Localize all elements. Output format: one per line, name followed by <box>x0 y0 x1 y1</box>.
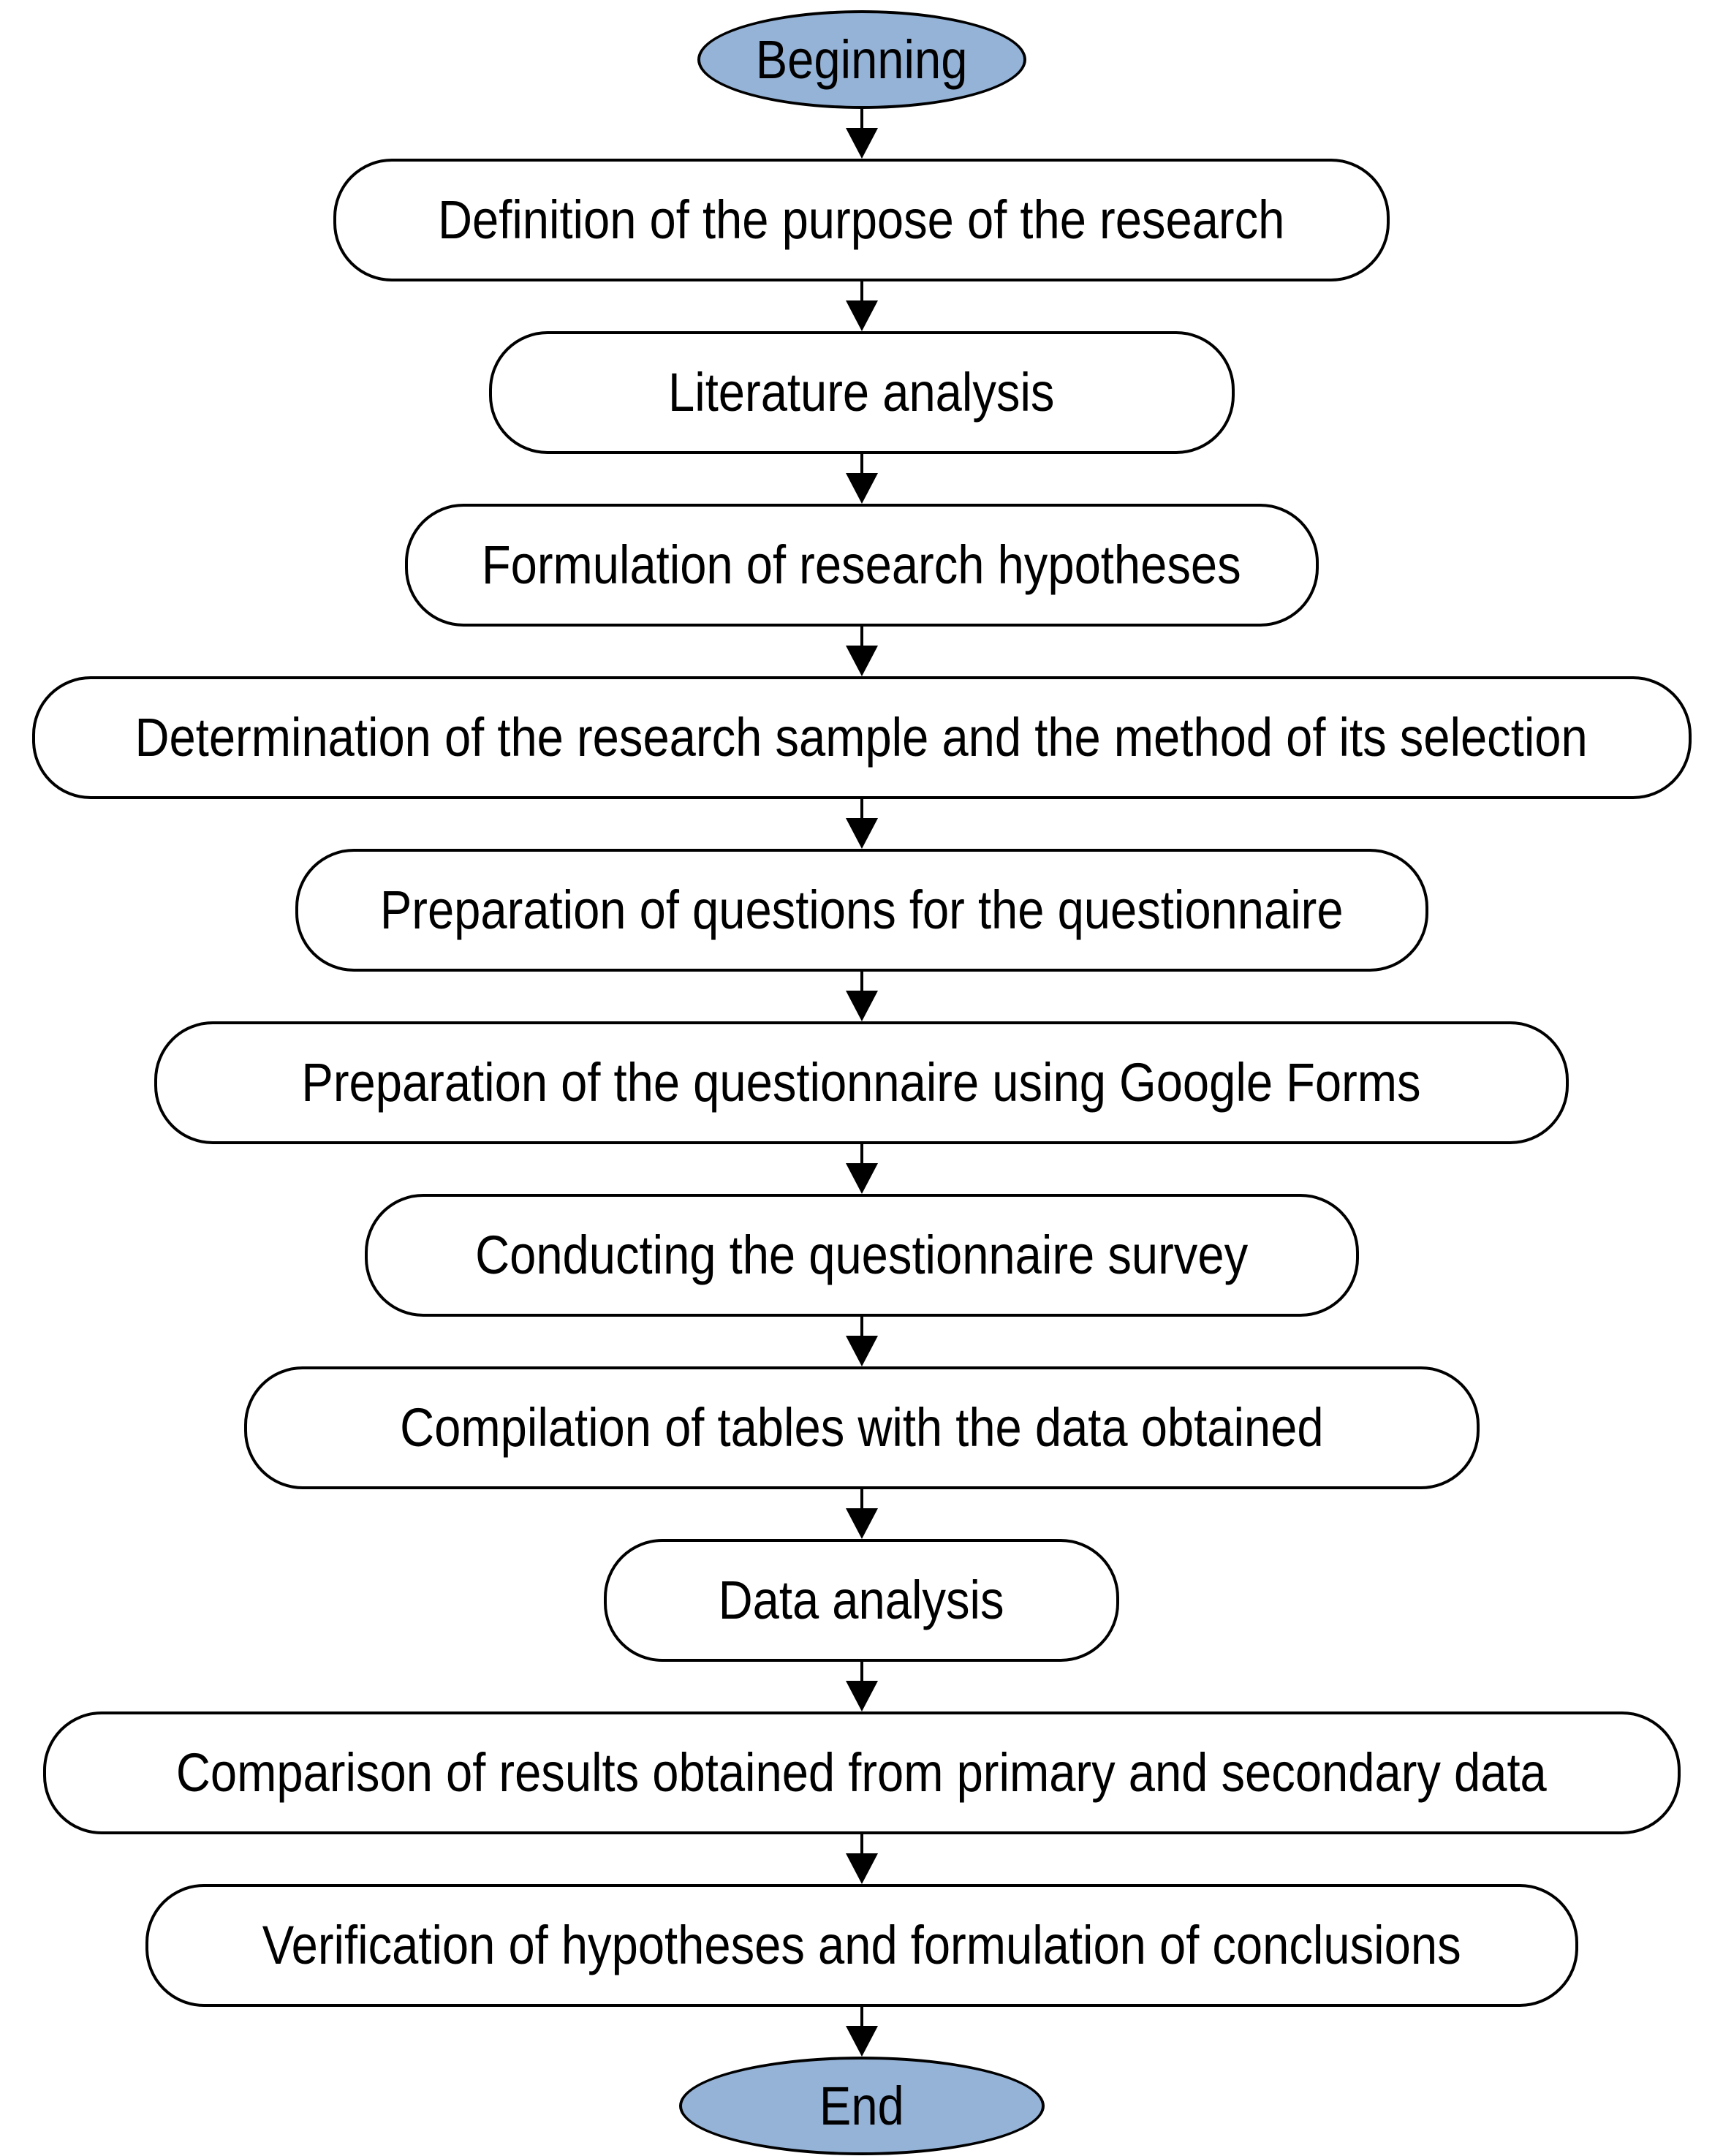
arrow-line <box>860 1489 863 1508</box>
arrow-line <box>860 799 863 818</box>
process-data-analysis: Data analysis <box>604 1539 1119 1662</box>
process-compilation-tables-label: Compilation of tables with the data obta… <box>399 1397 1324 1458</box>
process-conducting-survey: Conducting the questionnaire survey <box>364 1194 1359 1317</box>
arrow-head <box>845 991 878 1021</box>
process-comparison-results-label: Comparison of results obtained from prim… <box>176 1742 1547 1803</box>
process-determination-sample: Determination of the research sample and… <box>31 676 1692 799</box>
arrow-line <box>860 2007 863 2026</box>
arrow-head <box>845 646 878 676</box>
arrow-down-icon <box>845 1144 878 1194</box>
terminator-end: End <box>678 2057 1045 2155</box>
arrow-line <box>860 109 863 128</box>
arrow-line <box>860 1317 863 1336</box>
arrow-head <box>845 128 878 159</box>
arrow-down-icon <box>845 454 878 504</box>
terminator-beginning: Beginning <box>697 10 1026 109</box>
arrow-line <box>860 1834 863 1853</box>
arrow-line <box>860 1662 863 1681</box>
process-data-analysis-label: Data analysis <box>719 1570 1004 1630</box>
arrow-head <box>845 1853 878 1884</box>
arrow-line <box>860 281 863 300</box>
arrow-down-icon <box>845 281 878 331</box>
process-comparison-results: Comparison of results obtained from prim… <box>42 1711 1681 1834</box>
terminator-end-label: End <box>819 2075 904 2136</box>
arrow-down-icon <box>845 1662 878 1711</box>
arrow-head <box>845 300 878 331</box>
arrow-down-icon <box>845 1317 878 1366</box>
arrow-down-icon <box>845 1489 878 1539</box>
process-preparation-google-forms: Preparation of the questionnaire using G… <box>154 1021 1569 1144</box>
arrow-down-icon <box>845 1834 878 1884</box>
process-compilation-tables: Compilation of tables with the data obta… <box>243 1366 1480 1489</box>
process-verification-hypotheses: Verification of hypotheses and formulati… <box>145 1884 1578 2007</box>
arrow-line <box>860 454 863 473</box>
arrow-line <box>860 627 863 646</box>
process-definition-purpose-label: Definition of the purpose of the researc… <box>438 189 1285 250</box>
process-preparation-questions: Preparation of questions for the questio… <box>295 849 1428 972</box>
process-conducting-survey-label: Conducting the questionnaire survey <box>474 1225 1249 1285</box>
arrow-head <box>845 1336 878 1366</box>
arrow-line <box>860 1144 863 1163</box>
arrow-line <box>860 972 863 991</box>
arrow-head <box>845 1508 878 1539</box>
arrow-down-icon <box>845 109 878 159</box>
arrow-head <box>845 2026 878 2057</box>
process-literature-analysis-label: Literature analysis <box>668 362 1055 423</box>
process-formulation-hypotheses-label: Formulation of research hypotheses <box>482 534 1241 595</box>
arrow-head <box>845 818 878 849</box>
arrow-head <box>845 1681 878 1711</box>
arrow-down-icon <box>845 972 878 1021</box>
arrow-head <box>845 473 878 504</box>
arrow-down-icon <box>845 799 878 849</box>
process-determination-sample-label: Determination of the research sample and… <box>135 707 1588 768</box>
arrow-down-icon <box>845 2007 878 2057</box>
process-literature-analysis: Literature analysis <box>488 331 1235 454</box>
arrow-head <box>845 1163 878 1194</box>
process-preparation-google-forms-label: Preparation of the questionnaire using G… <box>301 1052 1422 1113</box>
process-preparation-questions-label: Preparation of questions for the questio… <box>379 880 1344 940</box>
arrow-down-icon <box>845 627 878 676</box>
process-formulation-hypotheses: Formulation of research hypotheses <box>404 504 1319 627</box>
terminator-beginning-label: Beginning <box>755 29 968 90</box>
process-definition-purpose: Definition of the purpose of the researc… <box>333 159 1390 281</box>
process-verification-hypotheses-label: Verification of hypotheses and formulati… <box>262 1915 1461 1975</box>
